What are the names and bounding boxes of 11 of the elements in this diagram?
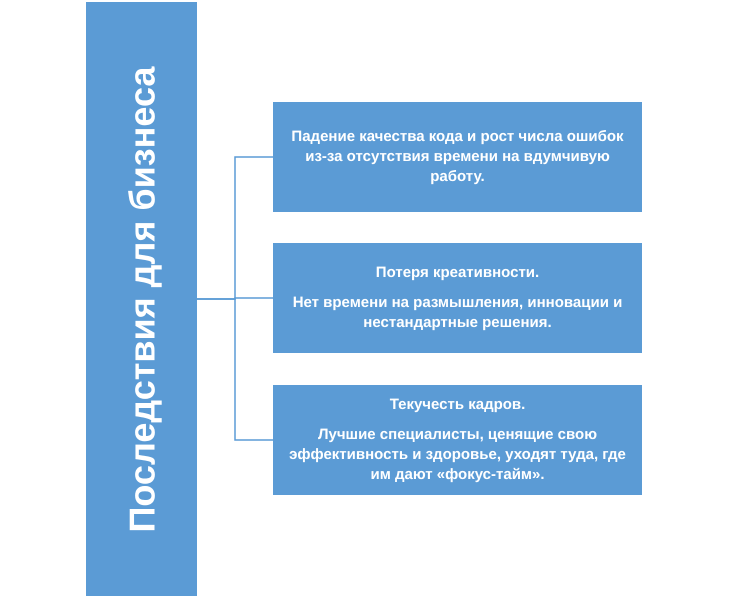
box-heading: Текучесть кадров. [390,394,526,414]
box-text: Лучшие специалисты, ценящие свою эффективность и здоровье, уходят туда, где им дают «фокус-тайм». [288,424,627,486]
consequence-box [273,385,642,495]
consequence-box [273,102,642,212]
vertical-heading: Последствия для бизнеса [120,65,163,534]
connector-line [197,298,273,441]
box-heading: Потеря креативности. [376,262,540,283]
title-bar [86,2,197,596]
box-text: Нет времени на размышления, инновации и нестандартные решения. [292,292,624,334]
box-text: Падение качества кода и рост числа ошибок из-за отсутствия времени на вдумчивую работу. [290,126,625,188]
consequence-box [273,243,642,353]
